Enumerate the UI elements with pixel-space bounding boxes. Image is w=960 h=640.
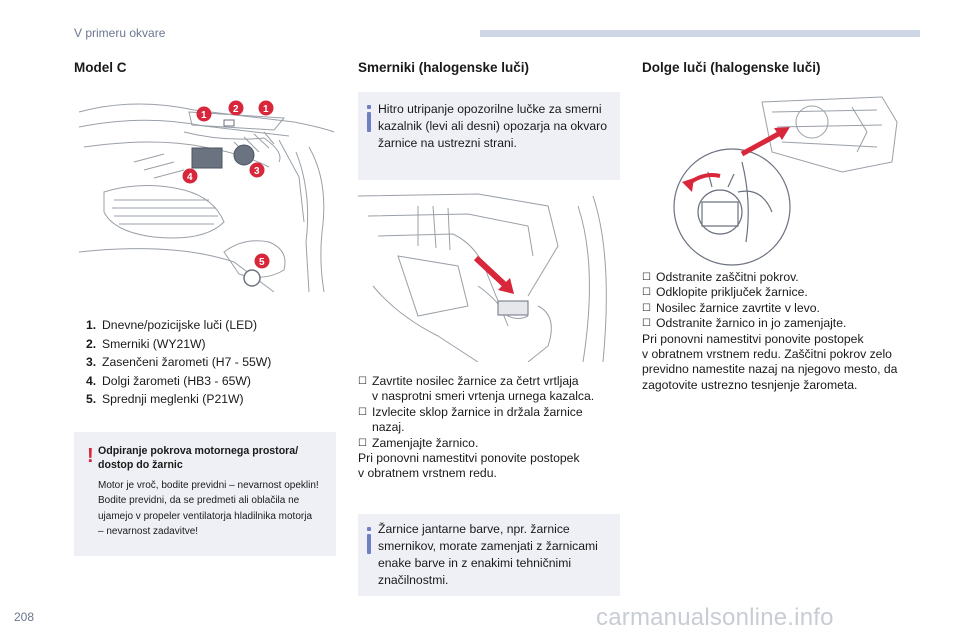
warning-title-line: dostop do žarnic	[98, 459, 183, 471]
warning-icon: !	[87, 445, 94, 467]
after-line: Pri ponovni namestitvi ponovite postopek	[642, 331, 864, 346]
callout-circle	[254, 253, 270, 269]
step-item: ☐ Nosilec žarnice zavrtite v levo.	[642, 301, 912, 316]
step-line: Zamenjajte žarnico.	[372, 435, 479, 450]
high-beam-steps: ☐ Odstranite zaščitni pokrov. ☐ Odklopite …	[642, 270, 912, 393]
callout-label: 2	[233, 104, 239, 115]
item-text: Dolgi žarometi (HB3 - 65W)	[102, 373, 251, 388]
info-icon	[367, 527, 371, 531]
step-line: nazaj.	[372, 420, 405, 435]
list-item: 4. Dolgi žarometi (HB3 - 65W)	[86, 372, 271, 391]
col1-title: Model C	[74, 60, 127, 75]
info-line: Hitro utripanje opozorilne lučke za smer…	[378, 102, 602, 116]
section-label: V primeru okvare	[74, 26, 166, 40]
warning-title-line: Odpiranje pokrova motornega prostora/	[98, 445, 299, 457]
col3-title: Dolge luči (halogenske luči)	[642, 60, 821, 75]
checkbox-icon: ☐	[358, 437, 367, 449]
callout-label: 3	[254, 166, 260, 177]
item-text: Smerniki (WY21W)	[102, 336, 206, 351]
item-number: 4.	[86, 373, 97, 388]
note-text: Žarnice jantarne barve, npr. žarnice sme…	[378, 521, 618, 589]
note-line: Žarnice jantarne barve, npr. žarnice	[378, 522, 570, 536]
after-line: Pri ponovni namestitvi ponovite postopek	[358, 451, 580, 466]
step-item: ☐ Zavrtite nosilec žarnice za četrt vrtl…	[358, 374, 620, 405]
callout-label: 1	[201, 110, 207, 121]
step-item: ☐ Izvlecite sklop žarnice in držala žarn…	[358, 405, 620, 436]
step-item: ☐ Odstranite žarnico in jo zamenjajte.	[642, 316, 912, 331]
step-line: Odstranite zaščitni pokrov.	[656, 270, 799, 284]
step-line: Odklopite priključek žarnice.	[656, 285, 808, 300]
step-item: ☐ Odklopite priključek žarnice.	[642, 285, 912, 300]
item-text: Zasenčeni žarometi (H7 - 55W)	[102, 355, 272, 369]
callout-label: 1	[263, 104, 269, 115]
info-text: Hitro utripanje opozorilne lučke za smer…	[378, 101, 618, 152]
info-line: žarnice na ustrezni strani.	[378, 136, 517, 150]
note-line: značilnostmi.	[378, 573, 449, 587]
step-line: Zavrtite nosilec žarnice za četrt vrtlja…	[372, 374, 579, 388]
turn-signal-drawing	[358, 193, 607, 362]
list-item: 1. Dnevne/pozicijske luči (LED)	[86, 316, 271, 335]
step-item: ☐ Zamenjajte žarnico.	[358, 436, 620, 451]
warning-body: Motor je vroč, bodite previdni – nevarno…	[98, 478, 334, 540]
warning-line: Motor je vroč, bodite previdni – nevarno…	[98, 480, 319, 491]
warning-box: ! Odpiranje pokrova motornega prostora/ …	[74, 432, 336, 556]
header-bar	[480, 30, 920, 37]
headlight-diagram: 1 2 1 3 4 5	[74, 92, 336, 300]
checkbox-icon: ☐	[642, 287, 651, 299]
warning-line: – nevarnost zadavitve!	[98, 526, 199, 538]
warning-title: Odpiranje pokrova motornega prostora/ do…	[98, 444, 330, 472]
info-line: kazalnik (levi ali desni) opozarja na ok…	[378, 119, 607, 133]
callout-circle	[258, 100, 274, 116]
info-box-blink: Hitro utripanje opozorilne lučke za smer…	[358, 92, 620, 180]
step-line: Izvlecite sklop žarnice in držala žarnic…	[372, 404, 583, 419]
callout-circle	[228, 100, 244, 116]
info-bar	[367, 112, 371, 132]
list-item: 3. Zasenčeni žarometi (H7 - 55W)	[86, 353, 271, 372]
callout-circle	[196, 106, 212, 122]
checkbox-icon: ☐	[358, 376, 367, 387]
step-line: v nasprotni smeri vrtenja urnega kazalca…	[372, 389, 595, 404]
page-number: 208	[14, 610, 35, 624]
headlight-drawing: 1 2 1 3 4 5	[78, 100, 335, 293]
info-icon	[367, 105, 371, 109]
warning-line: Bodite previdni, da se predmeti ali obla…	[98, 495, 300, 507]
checkbox-icon: ☐	[642, 302, 651, 314]
note-line: enake barve in z enakimi tehničnimi	[378, 556, 572, 570]
list-item: 5. Sprednji meglenki (P21W)	[86, 390, 271, 409]
note-line: smernikov, morate zamenjati z žarnicami	[378, 539, 598, 553]
item-text: Sprednji meglenki (P21W)	[102, 392, 244, 406]
checkbox-icon: ☐	[642, 272, 651, 283]
after-line: zagotovite ustrezno tesnjenje žarometa.	[642, 377, 858, 392]
col2-title: Smerniki (halogenske luči)	[358, 60, 530, 75]
step-item: ☐ Odstranite zaščitni pokrov.	[642, 270, 912, 285]
bulb-list: 1. Dnevne/pozicijske luči (LED) 2. Smernik…	[86, 316, 271, 409]
list-item: 2. Smerniki (WY21W)	[86, 335, 271, 354]
step-line: Odstranite žarnico in jo zamenjajte.	[656, 316, 847, 331]
item-text: Dnevne/pozicijske luči (LED)	[102, 318, 258, 332]
callout-circle	[249, 162, 265, 178]
item-number: 3.	[86, 355, 97, 369]
warning-line: ujamejo v propeler ventilatorja hladilni…	[98, 510, 312, 522]
item-number: 5.	[86, 392, 97, 406]
item-number: 2.	[86, 336, 97, 351]
callout-circle	[182, 168, 198, 184]
watermark: carmanualsonline.info	[596, 604, 834, 631]
turn-signal-diagram	[358, 186, 620, 362]
after-line: v obratnem vrstnem redu. Zaščitni pokrov…	[642, 347, 892, 362]
callout-label: 5	[259, 257, 265, 268]
callout-label: 4	[187, 172, 193, 183]
step-line: Nosilec žarnice zavrtite v levo.	[656, 300, 820, 315]
info-bar	[367, 534, 371, 554]
after-line: v obratnem vrstnem redu.	[358, 466, 497, 481]
high-beam-diagram	[642, 92, 904, 268]
turn-signal-steps: ☐ Zavrtite nosilec žarnice za četrt vrtl…	[358, 374, 620, 482]
after-line: previdno namestite nazaj na njegovo mest…	[642, 362, 898, 377]
checkbox-icon: ☐	[358, 406, 367, 418]
high-beam-drawing	[673, 96, 898, 266]
info-box-amber: Žarnice jantarne barve, npr. žarnice sme…	[358, 514, 620, 596]
item-number: 1.	[86, 318, 97, 332]
checkbox-icon: ☐	[642, 318, 651, 330]
